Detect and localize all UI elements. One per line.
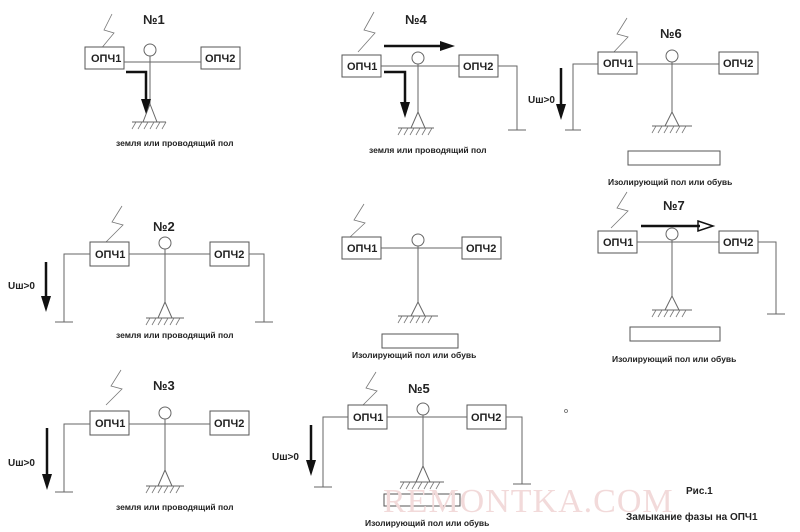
voltage-label: Uш>0 bbox=[8, 281, 35, 292]
opc2-label: ОПЧ2 bbox=[471, 412, 501, 424]
ground-hatch bbox=[145, 485, 184, 494]
panel-3: №3 ОПЧ1 ОПЧ2 Uш>0 bbox=[8, 369, 250, 512]
opc1-label: ОПЧ1 bbox=[603, 237, 633, 249]
person-figure bbox=[129, 406, 210, 487]
opc2-ground-wire bbox=[506, 416, 531, 485]
panel-6-number: №6 bbox=[660, 26, 682, 41]
opc2-label: ОПЧ2 bbox=[463, 61, 493, 73]
opc1-box bbox=[89, 410, 130, 436]
panel-1-number: №1 bbox=[143, 12, 165, 27]
person-figure bbox=[637, 227, 719, 311]
ground-caption: земля или проводящий пол bbox=[116, 330, 234, 340]
figure-number: Рис.1 bbox=[686, 486, 713, 497]
panel-7-number: №7 bbox=[663, 198, 685, 213]
opc2-label: ОПЧ2 bbox=[723, 58, 753, 70]
opc1-label: ОПЧ1 bbox=[95, 249, 125, 261]
panel-middle: ОПЧ1 ОПЧ2 Изолирующий пол или обувь bbox=[341, 203, 502, 360]
ground-hatch bbox=[131, 121, 167, 130]
ground-hatch bbox=[651, 125, 692, 134]
opc1-ground-wire bbox=[314, 416, 348, 488]
opc2-box bbox=[200, 46, 241, 70]
panel-3-number: №3 bbox=[153, 378, 175, 393]
opc2-box bbox=[209, 410, 250, 436]
opc1-label: ОПЧ1 bbox=[95, 418, 125, 430]
ground-hatch bbox=[397, 127, 434, 136]
current-arrow-down bbox=[126, 70, 151, 114]
insulated-caption: Изолирующий пол или обувь bbox=[365, 518, 489, 528]
lightning-icon bbox=[357, 11, 376, 53]
person-figure bbox=[637, 49, 719, 127]
voltage-arrow bbox=[306, 425, 316, 476]
ground-caption: земля или проводящий пол bbox=[369, 145, 487, 155]
opc1-label: ОПЧ1 bbox=[347, 61, 377, 73]
stray-dot bbox=[564, 409, 568, 413]
insulated-caption: Изолирующий пол или обувь bbox=[612, 354, 736, 364]
lightning-icon bbox=[610, 191, 629, 229]
opc2-label: ОПЧ2 bbox=[723, 237, 753, 249]
insulating-mat bbox=[381, 333, 459, 349]
opc2-box bbox=[718, 51, 759, 75]
panel-4-number: №4 bbox=[405, 12, 427, 27]
voltage-label: Uш>0 bbox=[528, 95, 555, 106]
panel-7: №7 ОПЧ1 ОПЧ2 Изо bbox=[597, 191, 785, 364]
panel-6: №6 ОПЧ1 ОПЧ2 Uш>0 bbox=[528, 17, 759, 187]
opc1-box bbox=[84, 46, 125, 70]
person-figure bbox=[381, 51, 459, 129]
person-figure bbox=[381, 233, 462, 317]
insulating-mat bbox=[383, 493, 461, 507]
opc1-label: ОПЧ1 bbox=[347, 243, 377, 255]
opc2-ground-wire bbox=[758, 241, 785, 315]
opc1-label: ОПЧ1 bbox=[91, 53, 121, 65]
voltage-label: Uш>0 bbox=[272, 452, 299, 463]
voltage-arrow bbox=[556, 68, 566, 120]
opc2-label: ОПЧ2 bbox=[214, 249, 244, 261]
opc1-ground-wire bbox=[55, 423, 90, 493]
lightning-icon bbox=[105, 369, 123, 406]
insulating-mat bbox=[629, 326, 721, 342]
panel-4: №4 ОПЧ1 ОПЧ2 bbox=[341, 11, 526, 155]
ground-caption: земля или проводящий пол bbox=[116, 502, 234, 512]
current-arrow-right bbox=[641, 219, 716, 233]
opc2-ground-wire bbox=[249, 253, 273, 323]
lightning-icon bbox=[99, 13, 115, 51]
ground-caption: земля или проводящий пол bbox=[116, 138, 234, 148]
opc2-ground-wire bbox=[498, 65, 526, 131]
lightning-icon bbox=[359, 371, 378, 409]
current-arrow-down bbox=[384, 70, 410, 118]
ground-hatch bbox=[397, 315, 438, 324]
opc2-label: ОПЧ2 bbox=[466, 243, 496, 255]
watermark: REMONTKA.COM bbox=[383, 483, 674, 520]
person-figure bbox=[124, 43, 201, 123]
panel-2: №2 ОПЧ1 ОПЧ2 bbox=[8, 205, 273, 340]
insulated-caption: Изолирующий пол или обувь bbox=[352, 350, 476, 360]
lightning-icon bbox=[105, 205, 124, 243]
opc2-label: ОПЧ2 bbox=[205, 53, 235, 65]
panel-5-number: №5 bbox=[408, 381, 430, 396]
ground-hatch bbox=[399, 481, 444, 490]
opc2-label: ОПЧ2 bbox=[214, 418, 244, 430]
voltage-arrow bbox=[42, 428, 52, 490]
panel-2-number: №2 bbox=[153, 219, 175, 234]
opc1-label: ОПЧ1 bbox=[353, 412, 383, 424]
insulating-mat bbox=[627, 150, 721, 166]
panel-5: №5 ОПЧ1 ОПЧ2 bbox=[272, 371, 531, 528]
panel-1: №1 ОПЧ1 ОПЧ2 земля или проводящий пол bbox=[84, 12, 241, 148]
person-figure bbox=[387, 402, 467, 483]
opc1-ground-wire bbox=[55, 253, 90, 323]
current-arrow-right bbox=[384, 41, 455, 51]
ground-hatch bbox=[651, 309, 692, 318]
lightning-icon bbox=[611, 17, 629, 55]
opc1-box bbox=[597, 51, 638, 75]
lightning-icon bbox=[348, 203, 366, 239]
voltage-arrow bbox=[41, 262, 51, 312]
opc1-label: ОПЧ1 bbox=[603, 58, 633, 70]
insulated-caption: Изолирующий пол или обувь bbox=[608, 177, 732, 187]
ground-hatch bbox=[145, 317, 184, 326]
opc1-ground-wire bbox=[565, 63, 598, 131]
person-figure bbox=[129, 236, 210, 319]
figure-title: Замыкание фазы на ОПЧ1 bbox=[626, 511, 758, 523]
voltage-label: Uш>0 bbox=[8, 458, 35, 469]
